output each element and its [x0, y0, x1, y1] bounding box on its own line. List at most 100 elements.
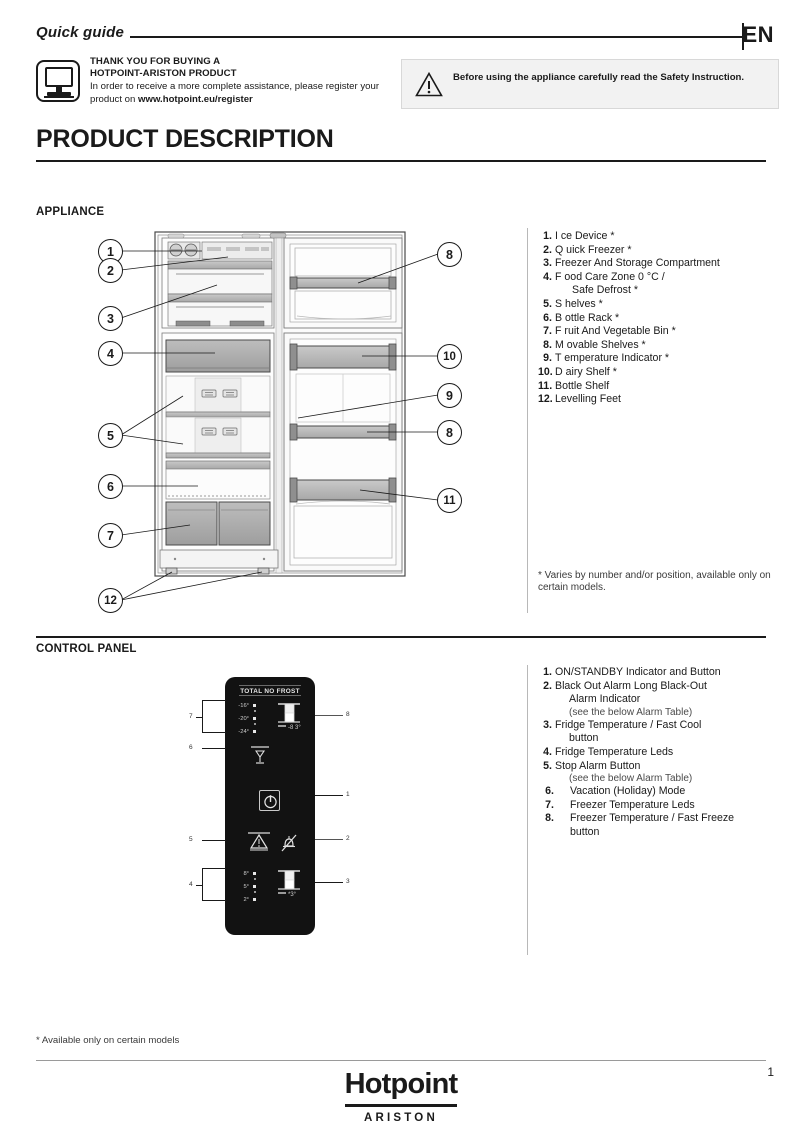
appliance-callout-3: 3	[98, 306, 123, 331]
cp-callout-4: 4	[189, 881, 193, 888]
thank-you-text: THANK YOU FOR BUYING A HOTPOINT-ARISTON …	[90, 56, 410, 106]
part-label: D airy Shelf *	[555, 365, 617, 378]
freezer-temp-label-3: -24°	[238, 729, 249, 735]
appliance-illustration	[120, 231, 439, 601]
appliance-callout-2: 2	[98, 258, 123, 283]
part-item-2: 2.Q uick Freezer *	[538, 244, 788, 258]
fridge-temp-label-1: 8°	[243, 871, 249, 877]
section-heading-appliance: APPLIANCE	[36, 206, 105, 218]
available-models-footnote: * Available only on certain models	[36, 1035, 180, 1046]
cp-item-number: 7.	[545, 798, 554, 811]
freezer-led-2	[253, 717, 257, 721]
part-item-3: 3.Freezer And Storage Compartment	[538, 257, 788, 271]
part-item-5: 5.S helves *	[538, 298, 788, 312]
cp-item-6: 6.Vacation (Holiday) Mode	[538, 785, 793, 799]
part-item-6: 6.B ottle Rack *	[538, 312, 788, 326]
part-label: Bottle Shelf	[555, 379, 610, 392]
part-item-7: 7.F ruit And Vegetable Bin *	[538, 325, 788, 339]
part-number: 9.	[543, 352, 552, 365]
thanks-line-2: HOTPOINT-ARISTON PRODUCT	[90, 68, 237, 80]
cp-lead-4	[196, 884, 202, 886]
cp-bracket-4	[202, 868, 226, 901]
appliance-diagram: 1 2 3 4 5 6 7 12 8 10 9 8 11	[90, 228, 490, 613]
part-label: T emperature Indicator *	[555, 352, 670, 365]
part-item-11: 11.Bottle Shelf	[538, 380, 788, 394]
title-divider	[36, 160, 766, 162]
part-label: Freezer And Storage Compartment	[555, 257, 720, 270]
brand-logo: Hotpoint ARISTON	[0, 1068, 802, 1124]
appliance-callout-6: 6	[98, 474, 123, 499]
freezer-led-sep-2	[253, 723, 256, 726]
cp-item-label: Freezer Temperature / Fast Freeze	[570, 812, 735, 825]
freezer-temp-label-1: -16°	[238, 703, 249, 709]
part-number: 8.	[543, 338, 552, 351]
fridge-temp-label-3: 2°	[243, 897, 249, 903]
register-url[interactable]: www.hotpoint.eu/register	[138, 93, 253, 105]
freezer-fast-freeze-button-icon[interactable]: -8 3°	[273, 701, 305, 735]
safety-warning-box: Before using the appliance carefully rea…	[401, 59, 779, 109]
fridge-led-1	[253, 872, 257, 876]
cp-item-number: 1.	[543, 666, 552, 678]
part-number: 6.	[543, 311, 552, 324]
cp-callout-2: 2	[346, 835, 350, 842]
freezer-temp-label-2: -20°	[238, 716, 249, 722]
cp-item-number: 2.	[543, 679, 552, 692]
freezer-led-3	[253, 730, 257, 734]
cp-item-4: 4.Fridge Temperature Leds	[538, 746, 793, 760]
part-label: Q uick Freezer *	[555, 243, 632, 256]
cp-callout-7: 7	[189, 713, 193, 720]
control-panel-items-list: 1.ON/STANDBY Indicator and Button 2.Blac…	[538, 666, 793, 840]
footer-divider	[36, 1060, 766, 1061]
appliance-callout-8-top: 8	[437, 242, 462, 267]
part-number: 1.	[543, 230, 552, 242]
part-item-1: 1.I ce Device *	[538, 230, 788, 244]
part-label: B ottle Rack *	[555, 311, 620, 324]
vacation-holiday-mode-icon[interactable]	[249, 744, 271, 768]
fridge-temp-label-2: 5°	[243, 884, 249, 890]
cp-callout-8: 8	[346, 711, 350, 718]
power-icon	[264, 795, 277, 809]
black-out-alarm-indicator-icon	[281, 834, 297, 852]
cp-item-number: 6.	[545, 785, 554, 798]
fridge-led-sep-1	[253, 878, 256, 881]
appliance-column-divider	[527, 228, 529, 613]
cp-callout-6: 6	[189, 744, 193, 751]
stop-alarm-button-icon[interactable]	[246, 830, 272, 854]
part-number: 5.	[543, 297, 552, 310]
part-item-9: 9.T emperature Indicator *	[538, 352, 788, 366]
cp-item-label: ON/STANDBY Indicator and Button	[555, 666, 721, 678]
monitor-icon	[36, 60, 80, 102]
svg-text:-8 3°: -8 3°	[288, 725, 301, 731]
cp-item-label-cont: button	[569, 732, 599, 745]
cp-bracket-7	[202, 700, 226, 733]
fridge-led-sep-2	[253, 891, 256, 894]
freezer-led-1	[253, 704, 257, 708]
control-panel-body: TOTAL NO FROST -16° -20° -24° -8 3°	[225, 677, 315, 935]
part-label-cont: Safe Defrost *	[572, 284, 638, 297]
monitor-neck-icon	[56, 87, 62, 92]
thanks-line-1: THANK YOU FOR BUYING A	[90, 56, 221, 67]
appliance-callout-8-low: 8	[437, 420, 462, 445]
cp-item-label: Fridge Temperature / Fast Cool	[555, 718, 702, 731]
control-panel-divider	[36, 636, 766, 638]
register-sentence: In order to receive a more complete assi…	[90, 81, 380, 105]
cp-item-number: 4.	[543, 745, 552, 758]
cp-item-label: Stop Alarm Button	[555, 759, 641, 772]
warning-triangle-icon	[415, 72, 443, 97]
section-heading-control-panel: CONTROL PANEL	[36, 643, 137, 655]
cp-item-label-cont: Alarm Indicator	[569, 693, 641, 706]
cp-item-label-cont: button	[570, 825, 600, 838]
cp-callout-3: 3	[346, 878, 350, 885]
on-standby-button[interactable]	[259, 790, 280, 811]
fridge-led-2	[253, 885, 257, 889]
cp-lead-7	[196, 716, 202, 718]
fridge-fast-cool-button-icon[interactable]: *3°	[273, 868, 305, 902]
control-panel-column-divider	[527, 665, 529, 955]
quick-guide-label: Quick guide	[36, 24, 125, 41]
cp-lead-1	[315, 795, 343, 796]
page-title: PRODUCT DESCRIPTION	[36, 125, 334, 153]
cp-lead-5	[202, 840, 226, 841]
